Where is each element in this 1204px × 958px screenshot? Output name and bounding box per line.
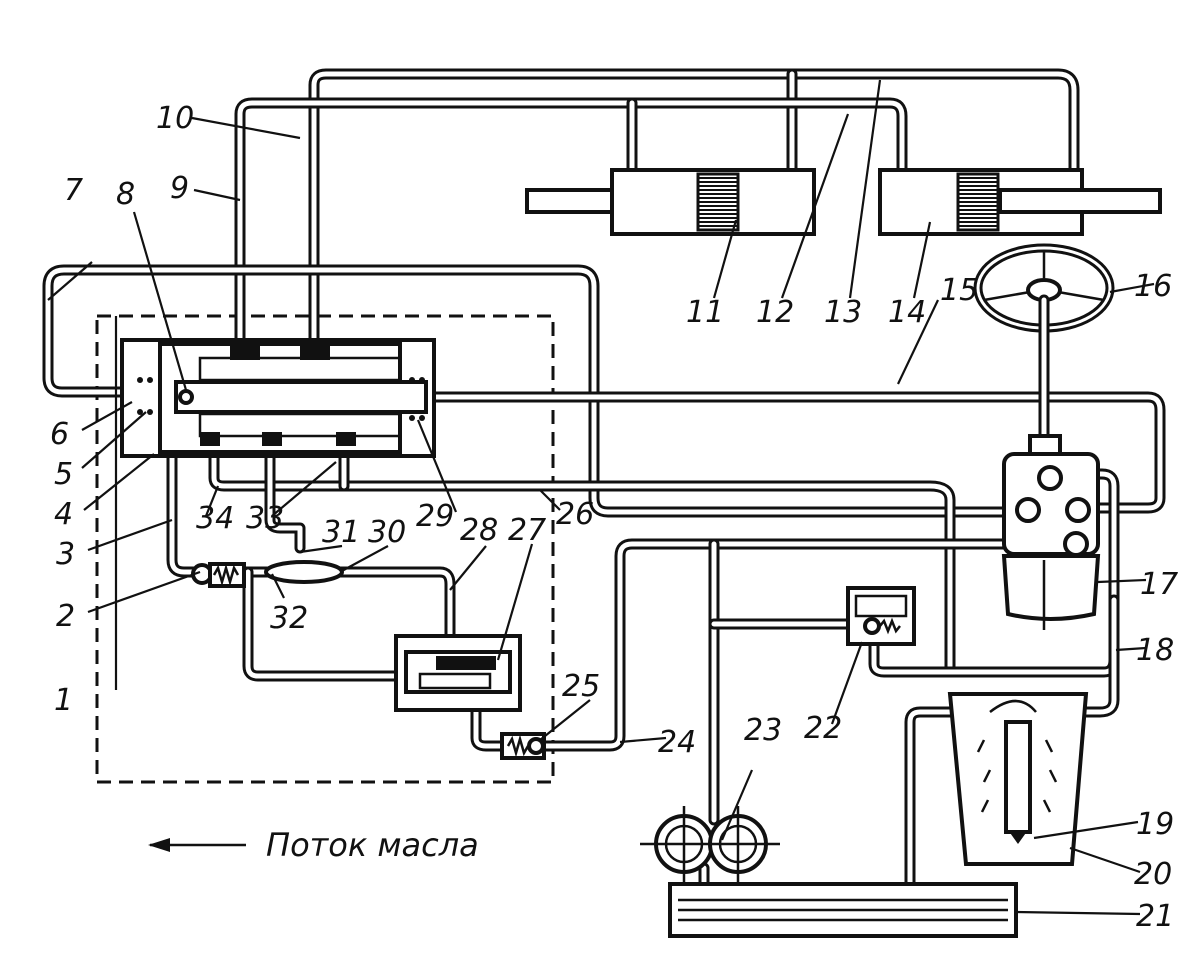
restrictor-30 (264, 560, 344, 584)
pipes (42, 68, 1166, 890)
callout-10: 10 (156, 101, 194, 136)
leader-lines (47, 79, 1155, 916)
callout-11: 11 (686, 295, 724, 330)
callout-33: 33 (246, 501, 284, 536)
pump-23 (640, 806, 780, 884)
callout-4: 4 (54, 497, 73, 532)
callout-29: 29 (416, 499, 454, 534)
callout-30: 30 (368, 515, 406, 550)
callout-26: 26 (556, 497, 594, 532)
callout-7: 7 (64, 173, 83, 208)
distributor-unit-boundary (95, 314, 555, 784)
callout-16: 16 (1134, 269, 1172, 304)
callout-12: 12 (756, 295, 794, 330)
callout-5: 5 (54, 457, 73, 492)
oil-reservoir-20 (947, 692, 1089, 866)
callout-2: 2 (56, 599, 75, 634)
callout-8: 8 (116, 177, 135, 212)
callout-25: 25 (562, 669, 600, 704)
callout-14: 14 (888, 295, 926, 330)
callout-18: 18 (1136, 633, 1174, 668)
steering-wheel-16 (973, 243, 1115, 446)
callout-34: 34 (196, 501, 234, 536)
control-valve (120, 338, 436, 458)
oil-tank-21 (668, 882, 1018, 938)
callout-3: 3 (56, 537, 75, 572)
oil-flow-caption: Поток масла (266, 826, 479, 864)
power-cylinder-14 (878, 168, 1162, 236)
callout-27: 27 (508, 513, 546, 548)
callout-1: 1 (54, 683, 73, 718)
callout-24: 24 (658, 725, 696, 760)
steering-gear-17 (1001, 434, 1101, 630)
callout-labels: 1 2 3 4 5 6 7 8 9 10 11 12 13 14 15 16 1… (50, 101, 1178, 934)
callout-28: 28 (460, 513, 498, 548)
callout-31: 31 (322, 515, 360, 550)
oil-flow-arrow (148, 838, 246, 852)
callout-23: 23 (744, 713, 782, 748)
power-cylinder-11 (525, 168, 816, 236)
callout-20: 20 (1134, 857, 1172, 892)
callout-22: 22 (804, 711, 842, 746)
check-valve-2 (191, 562, 246, 588)
callout-19: 19 (1136, 807, 1174, 842)
callout-32: 32 (270, 601, 308, 636)
callout-13: 13 (824, 295, 862, 330)
callout-15: 15 (940, 273, 978, 308)
check-valve-25 (500, 732, 546, 760)
callout-9: 9 (170, 171, 189, 206)
callout-6: 6 (50, 417, 69, 452)
callout-21: 21 (1136, 899, 1174, 934)
callout-17: 17 (1140, 567, 1178, 602)
valve-27 (394, 634, 522, 712)
relief-valve-22 (846, 586, 916, 646)
